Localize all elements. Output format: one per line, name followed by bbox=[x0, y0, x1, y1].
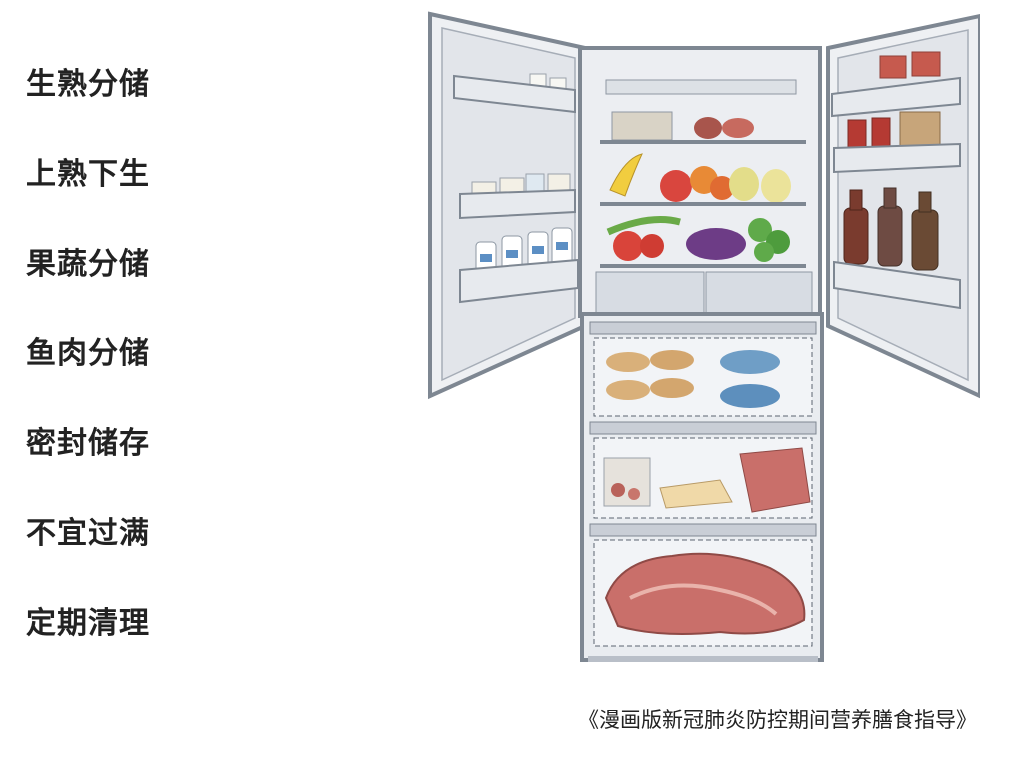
tip-item: 密封储存 bbox=[26, 426, 150, 462]
tip-item: 果蔬分储 bbox=[26, 246, 150, 282]
fruit-icons bbox=[609, 153, 791, 203]
packaged-food-icons bbox=[603, 447, 811, 513]
freezer-section bbox=[580, 312, 824, 662]
left-door bbox=[428, 11, 587, 400]
fish-icons bbox=[720, 350, 780, 408]
fridge-light bbox=[605, 79, 797, 95]
tip-item: 不宜过满 bbox=[26, 515, 150, 551]
shrimp-icons bbox=[606, 350, 694, 400]
door-shelf bbox=[833, 260, 961, 310]
sauce-bottle-icon bbox=[847, 119, 867, 149]
tip-item: 定期清理 bbox=[26, 605, 150, 641]
sauce-bottle-icon bbox=[871, 117, 891, 149]
meat-icon bbox=[722, 118, 754, 138]
door-shelf bbox=[831, 76, 961, 118]
crisper-drawer bbox=[705, 271, 813, 315]
vegetable-icons bbox=[606, 216, 790, 262]
drawer-handle bbox=[589, 421, 817, 435]
jar-icon bbox=[911, 51, 941, 77]
milk-bottle-icons bbox=[475, 227, 573, 277]
freezer-drawer bbox=[593, 337, 813, 417]
spice-rack-icon bbox=[899, 111, 941, 147]
container-icon bbox=[611, 111, 673, 141]
raw-meat-icon bbox=[604, 552, 806, 635]
drawer-handle bbox=[589, 321, 817, 335]
crisper-drawer bbox=[595, 271, 705, 315]
source-caption: 《漫画版新冠肺炎防控期间营养膳食指导》 bbox=[578, 708, 977, 732]
door-shelf bbox=[453, 74, 576, 114]
right-door bbox=[826, 13, 980, 399]
storage-tips-list: 生熟分储 上熟下生 果蔬分储 鱼肉分储 密封储存 不宜过满 定期清理 bbox=[26, 62, 150, 691]
fridge-body bbox=[578, 46, 822, 318]
drawer-handle bbox=[589, 523, 817, 537]
wine-bottle-icons bbox=[843, 187, 939, 271]
tip-item: 上熟下生 bbox=[26, 156, 150, 192]
jar-icon bbox=[879, 55, 907, 79]
door-shelf bbox=[833, 142, 961, 174]
fridge-illustration bbox=[428, 11, 980, 662]
tip-item: 生熟分储 bbox=[26, 67, 150, 102]
tip-item: 鱼肉分储 bbox=[26, 336, 150, 372]
door-shelf bbox=[459, 188, 576, 220]
meat-icon bbox=[694, 117, 722, 139]
